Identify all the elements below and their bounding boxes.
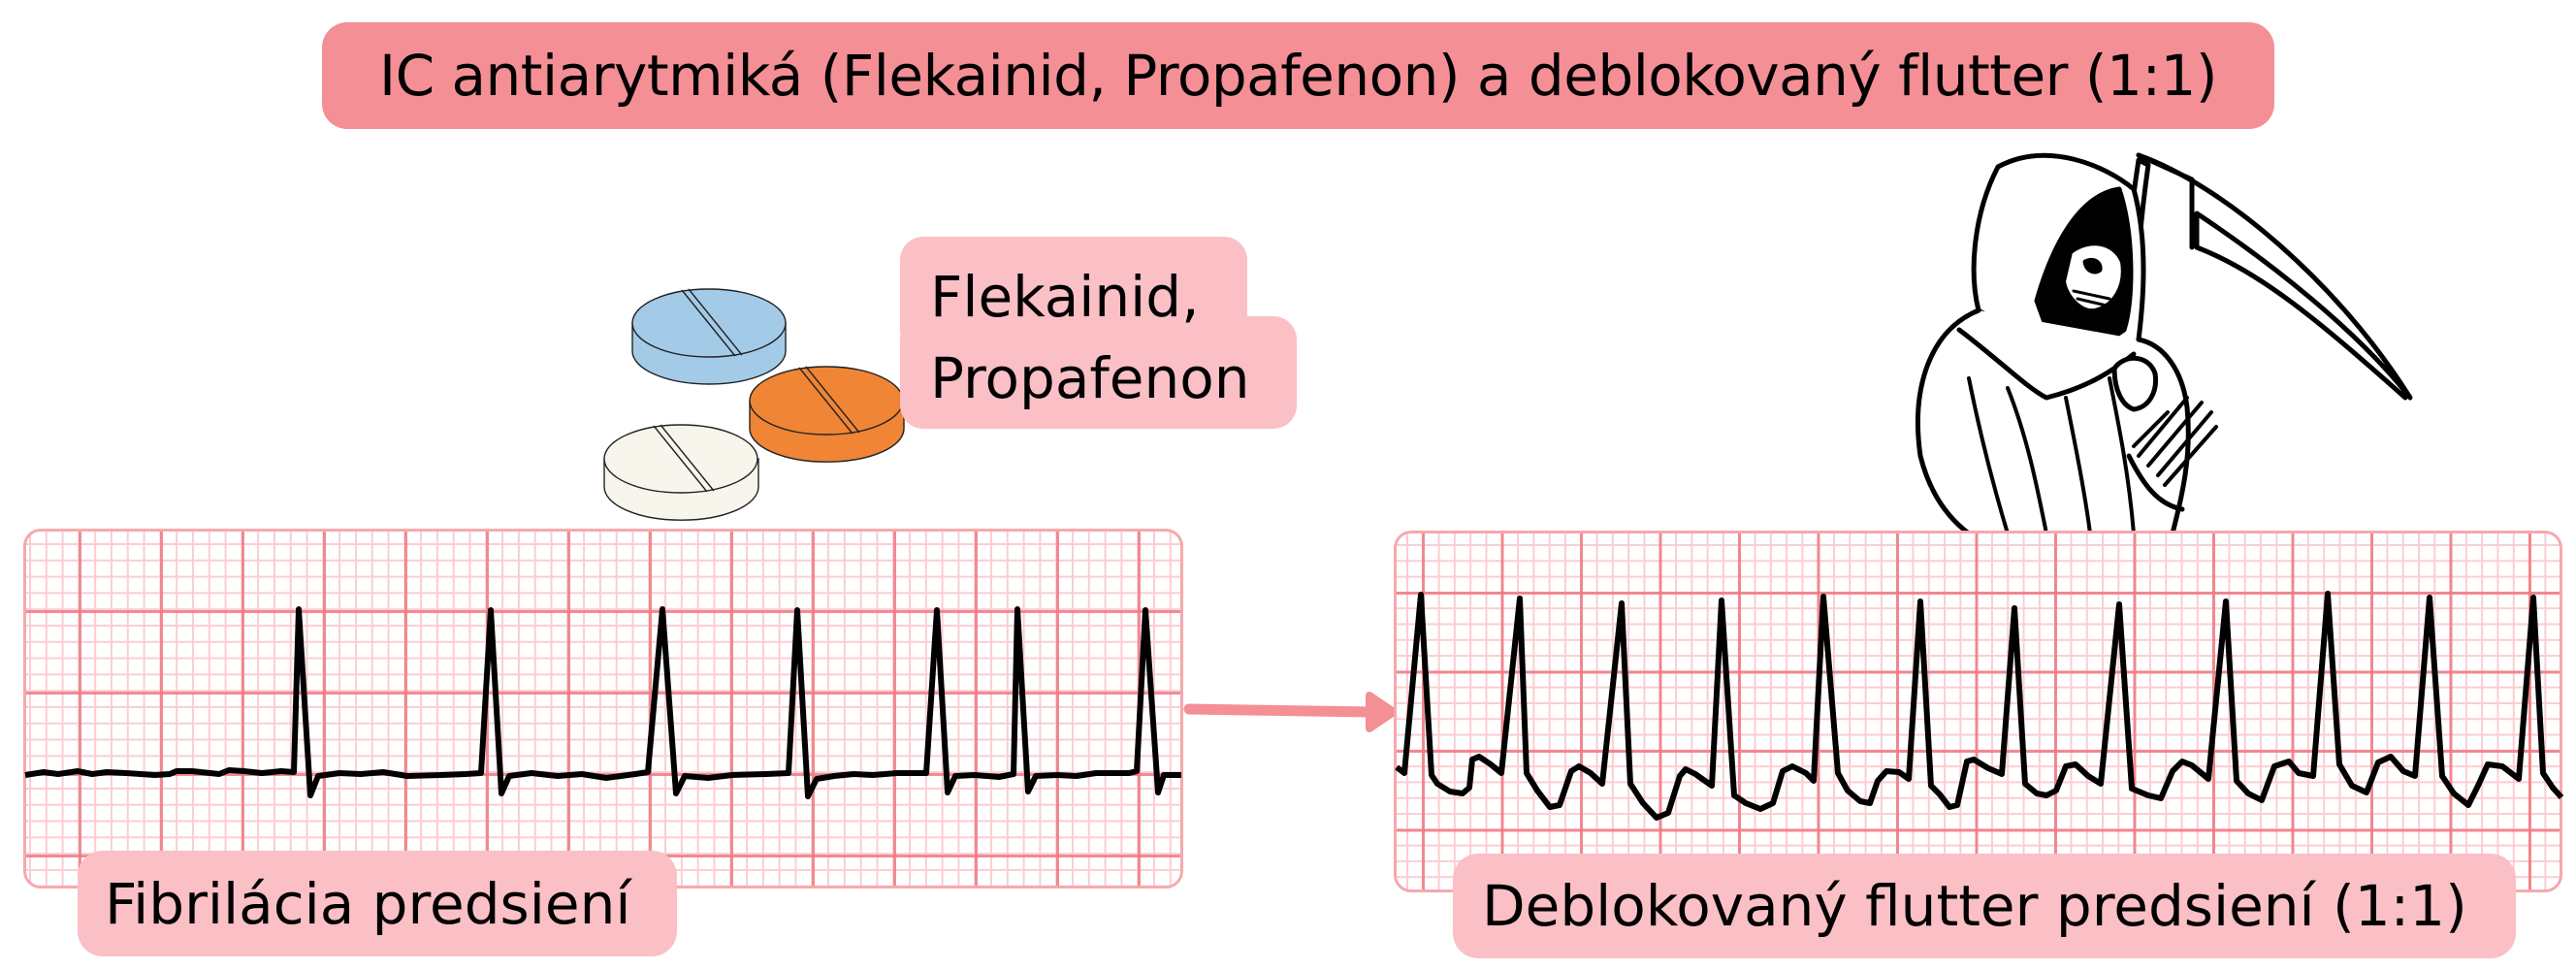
- drug-name-2: Propafenon: [930, 345, 1250, 411]
- label-atrial-flutter-text: Deblokovaný flutter predsiení (1:1): [1482, 873, 2467, 939]
- ecg-strip-atrial-fibrillation: [23, 529, 1183, 889]
- grim-reaper-icon: [1916, 152, 2413, 536]
- title-banner: IC antiarytmiká (Flekainid, Propafenon) …: [322, 22, 2274, 129]
- drug-name-1: Flekainid,: [930, 264, 1200, 330]
- ecg-strip-atrial-flutter: [1394, 531, 2562, 892]
- drug-label: Flekainid, Propafenon: [900, 237, 1297, 429]
- orange-pill-icon: [749, 366, 905, 463]
- label-atrial-flutter: Deblokovaný flutter predsiení (1:1): [1453, 854, 2516, 958]
- blue-pill-icon: [631, 288, 787, 385]
- page-title: IC antiarytmiká (Flekainid, Propafenon) …: [378, 43, 2218, 109]
- cream-pill-icon: [603, 424, 759, 521]
- drug-label-bg-bottom: [900, 316, 1297, 429]
- label-atrial-fibrillation: Fibrilácia predsiení: [78, 851, 677, 956]
- label-atrial-fibrillation-text: Fibrilácia predsiení: [105, 870, 631, 937]
- drug-label-text: Flekainid, Propafenon: [930, 256, 1249, 419]
